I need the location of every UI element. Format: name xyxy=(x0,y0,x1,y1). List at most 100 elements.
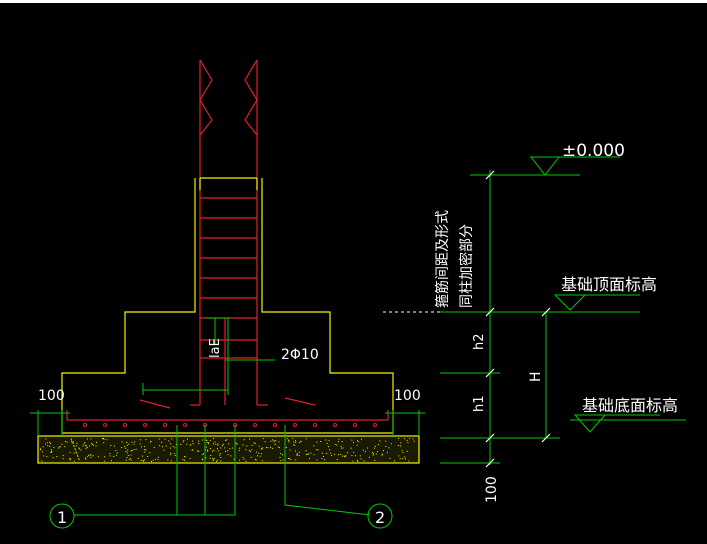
hatch-dot xyxy=(62,455,64,457)
hatch-dot xyxy=(85,457,86,459)
note-line-1: 箍筋间距及形式 xyxy=(434,210,451,308)
hatch-dot xyxy=(377,444,379,446)
hatch-dot xyxy=(400,442,402,444)
hatch-dot xyxy=(50,442,51,444)
hatch-dot xyxy=(362,449,364,451)
hatch-dot xyxy=(78,459,80,461)
hatch-dot xyxy=(298,455,300,456)
hatch-dot xyxy=(205,446,207,448)
hatch-dot xyxy=(130,450,132,452)
hatch-dot xyxy=(170,443,172,445)
hatch-dot xyxy=(330,452,332,454)
outline-left xyxy=(61,178,196,433)
hatch-dot xyxy=(325,439,327,441)
hatch-dot xyxy=(125,459,127,461)
hatch-dot xyxy=(324,459,326,461)
hatch-dot xyxy=(399,458,401,460)
dim-100-left-label: 100 xyxy=(38,388,65,404)
hatch-dot xyxy=(205,457,207,459)
hatch-dot xyxy=(141,455,143,457)
rebar-mark xyxy=(139,399,171,409)
rebar-mark xyxy=(284,397,316,406)
axis-label-1: 1 xyxy=(57,508,67,527)
hatch-dot xyxy=(367,447,368,449)
hatch-dot xyxy=(250,456,252,458)
hatch-dot xyxy=(351,455,353,457)
hatch-dot xyxy=(163,449,165,451)
hatch-dot xyxy=(90,454,92,456)
axis-circle-1 xyxy=(49,503,75,529)
hatch-dot xyxy=(208,443,209,445)
hatch-dot xyxy=(103,442,105,444)
hatch-dot xyxy=(372,453,374,455)
hatch-dot xyxy=(180,443,182,445)
hatch-dot xyxy=(76,445,78,447)
hatch-dot xyxy=(220,456,222,458)
window-top-border xyxy=(0,0,707,3)
hatch-dot xyxy=(61,443,63,445)
foundation-bottom-elevation-label: 基础底面标高 xyxy=(582,396,678,415)
hatch-dot xyxy=(113,445,115,447)
hatch-dot xyxy=(209,457,211,459)
hatch-dot xyxy=(192,440,194,442)
hatch-dot xyxy=(296,454,298,456)
hatch-dot xyxy=(115,450,117,452)
hatch-dot xyxy=(220,447,222,449)
hatch-dot xyxy=(182,441,184,443)
hatch-dot xyxy=(310,452,312,454)
hatch-dot xyxy=(270,446,271,448)
hatch-dot xyxy=(207,449,209,451)
hatch-dot xyxy=(86,445,87,447)
hatch-dot xyxy=(286,438,288,440)
hatch-dot xyxy=(173,453,175,455)
outline-right xyxy=(261,178,394,433)
hatch-dot xyxy=(77,455,79,457)
hatch-dot xyxy=(253,442,255,444)
hatch-dot xyxy=(128,443,130,445)
hatch-dot xyxy=(85,458,87,460)
hatch-dot xyxy=(233,458,235,460)
hatch-dot xyxy=(51,451,53,452)
hatch-dot xyxy=(383,450,384,452)
hatch-dot xyxy=(73,446,75,448)
hatch-dot xyxy=(139,439,141,441)
hatch-dot xyxy=(293,441,295,443)
hatch-dot xyxy=(295,440,297,442)
hatch-dot xyxy=(49,445,51,447)
hatch-dot xyxy=(127,455,129,456)
hatch-dot xyxy=(280,453,282,455)
hatch-dot xyxy=(352,460,354,462)
hatch-dot xyxy=(342,447,344,449)
hatch-dot xyxy=(388,447,390,449)
hatch-dot xyxy=(126,444,128,446)
hatch-dot xyxy=(50,452,52,453)
hatch-dot xyxy=(109,455,111,457)
hatch-dot xyxy=(74,448,76,450)
hatch-dot xyxy=(56,456,58,458)
hatch-dot xyxy=(282,459,284,461)
hatch-dot xyxy=(70,459,71,461)
hatch-dot xyxy=(214,441,216,443)
hatch-dot xyxy=(121,441,123,443)
hatch-dot xyxy=(261,453,263,455)
hatch-dot xyxy=(353,442,354,444)
hatch-dot xyxy=(340,445,342,447)
hatch-dot xyxy=(170,454,172,456)
hatch-dot xyxy=(78,448,80,450)
hatch-dot xyxy=(401,449,403,451)
hatch-dot xyxy=(405,458,406,460)
hatch-dot xyxy=(356,444,358,446)
hatch-dot xyxy=(80,449,82,451)
hatch-dot xyxy=(255,459,257,461)
hatch-dot xyxy=(217,459,219,461)
hatch-dot xyxy=(125,451,127,452)
hatch-dot xyxy=(184,459,186,461)
hatch-dot xyxy=(353,451,355,453)
hatch-dot xyxy=(279,457,281,459)
hatch-dot xyxy=(62,458,64,460)
hatch-dot xyxy=(147,456,149,457)
hatch-dot xyxy=(246,445,248,447)
hatch-dot xyxy=(227,454,229,456)
hatch-dot xyxy=(227,450,229,452)
